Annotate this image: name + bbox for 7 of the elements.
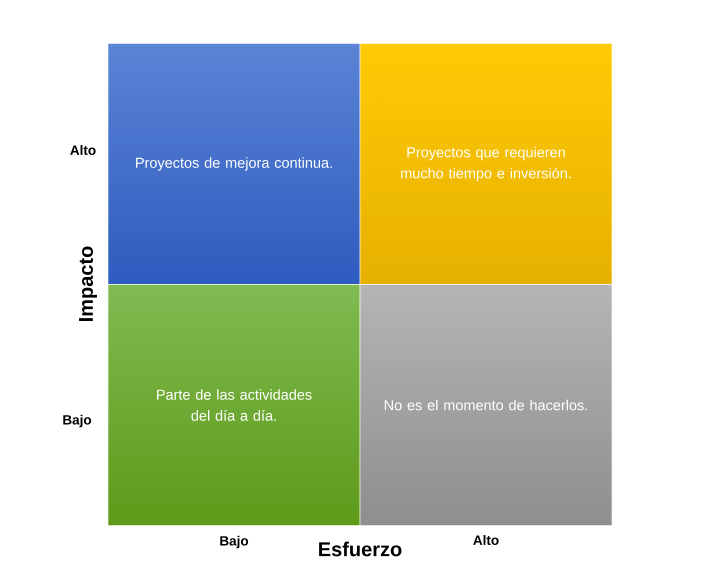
axis-tick-label: Bajo <box>63 414 92 428</box>
axis-title: Impacto <box>79 246 97 321</box>
quadrant-box: No es el momento de hacerlos. <box>360 284 612 526</box>
quadrant-box: Proyectos que requieren mucho tiempo e inversión. <box>360 43 612 285</box>
axis-title: Esfuerzo <box>319 542 402 556</box>
quadrant-box: Proyectos de mejora continua. <box>108 43 360 285</box>
quadrant-box: Parte de las actividades del día a día. <box>108 284 360 526</box>
